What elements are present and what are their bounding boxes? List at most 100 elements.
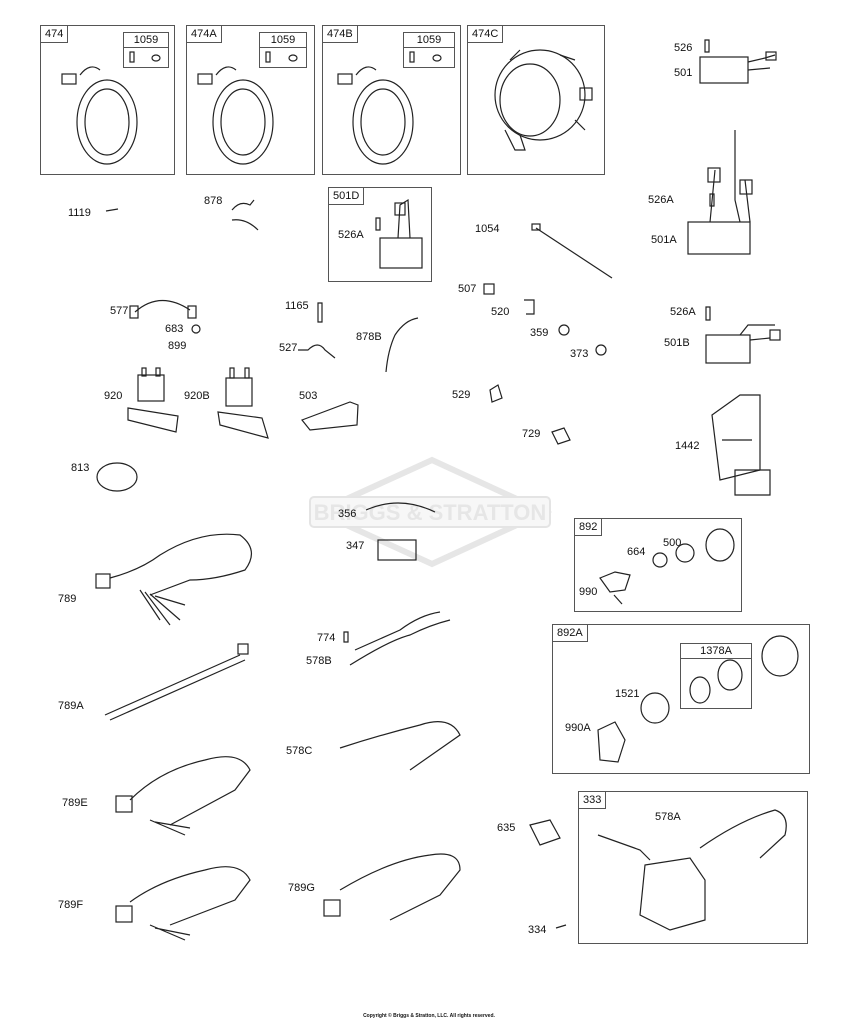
part-label-789F: 789F xyxy=(58,899,84,911)
wire-356-icon xyxy=(365,502,436,513)
ignition-switch-892-box: 892 664 500 990 xyxy=(574,518,742,612)
part-label-529: 529 xyxy=(452,389,471,401)
nut-373-icon xyxy=(595,344,607,356)
solenoid-920B xyxy=(217,367,269,439)
sensor-878B-icon xyxy=(385,317,419,373)
screw-washer-icon xyxy=(129,51,442,63)
key-switch-892A xyxy=(597,635,799,763)
part-label-920B: 920B xyxy=(184,390,210,402)
part-label-359: 359 xyxy=(530,327,549,339)
part-label-507: 507 xyxy=(458,283,477,295)
box-tag-892A: 892A xyxy=(552,624,588,642)
nut-683-icon xyxy=(191,324,201,334)
stator-ring-474 xyxy=(61,66,138,165)
part-label-1521: 1521 xyxy=(615,688,640,700)
part-label-503: 503 xyxy=(299,390,318,402)
screw-334-icon xyxy=(555,924,567,929)
wire-878-icon xyxy=(231,199,259,231)
part-label-920: 920 xyxy=(104,390,123,402)
stator-assembly-474C xyxy=(494,49,593,151)
part-label-899: 899 xyxy=(168,340,187,352)
part-label-356: 356 xyxy=(338,508,357,520)
cable-end-icon xyxy=(187,305,197,319)
part-label-577: 577 xyxy=(110,305,129,317)
part-label-774: 774 xyxy=(317,632,336,644)
part-label-1054: 1054 xyxy=(475,223,500,235)
cable-tie-head-icon xyxy=(531,223,541,231)
connector-icon xyxy=(237,643,249,655)
part-label-1165: 1165 xyxy=(285,300,309,312)
stator-474C-box: 474C xyxy=(467,25,605,175)
part-label-501A: 501A xyxy=(651,234,677,246)
box-tag-474B: 474B xyxy=(322,25,358,43)
part-label-878: 878 xyxy=(204,195,223,207)
regulator-501B xyxy=(705,306,781,364)
harness-578C-icon xyxy=(339,721,461,771)
box-tag-333: 333 xyxy=(578,791,607,809)
part-label-500: 500 xyxy=(663,537,682,549)
grommet-529-icon xyxy=(489,384,503,403)
box-tag-501D: 501D xyxy=(328,187,365,205)
harness-789A-icon xyxy=(104,654,246,721)
part-label-990A: 990A xyxy=(565,722,591,734)
part-label-347: 347 xyxy=(346,540,365,552)
bracket-1442 xyxy=(711,394,771,496)
part-label-990: 990 xyxy=(579,586,598,598)
clamp-527-icon xyxy=(298,344,336,359)
box-tag-892: 892 xyxy=(574,518,603,536)
regulator-501D xyxy=(375,198,423,269)
part-label-1119: 1119 xyxy=(68,207,91,219)
harness-789 xyxy=(95,533,252,626)
screw-kit-1059-box: 1059 xyxy=(403,32,455,68)
part-label-520: 520 xyxy=(491,306,510,318)
harness-789F xyxy=(115,866,251,941)
part-label-526A: 526A xyxy=(338,229,364,241)
key-switch-892 xyxy=(599,528,735,605)
part-label-789E: 789E xyxy=(62,797,88,809)
part-label-526: 526 xyxy=(674,42,693,54)
part-label-729: 729 xyxy=(522,428,541,440)
hose-clamp-813-icon xyxy=(96,462,138,492)
bracket-520-icon xyxy=(524,299,535,315)
clip-729-icon xyxy=(551,427,571,445)
bracket-503-icon xyxy=(301,401,359,431)
part-label-1442: 1442 xyxy=(675,440,700,452)
part-label-527: 527 xyxy=(279,342,298,354)
box-tag-474A: 474A xyxy=(186,25,222,43)
part-label-501: 501 xyxy=(674,67,693,79)
part-label-683: 683 xyxy=(165,323,184,335)
regulator-501 xyxy=(699,39,777,84)
cable-577-icon xyxy=(134,299,191,313)
part-label-635: 635 xyxy=(497,822,516,834)
part-label-578C: 578C xyxy=(286,745,313,757)
harness-789E xyxy=(115,756,251,836)
box-tag-474C: 474C xyxy=(467,25,504,43)
stator-ring-474B xyxy=(337,66,414,165)
solenoid-920 xyxy=(127,367,179,433)
sub-tag-1059: 1059 xyxy=(123,32,169,48)
stator-474B-box: 474B 1059 xyxy=(322,25,461,175)
part-label-501B: 501B xyxy=(664,337,690,349)
clip-507-icon xyxy=(483,283,495,295)
regulator-501D-box: 501D 526A xyxy=(328,187,432,282)
screw-1119-icon xyxy=(105,208,119,212)
copyright-footer: Copyright © Briggs & Stratton, LLC. All … xyxy=(363,1013,495,1019)
boot-635-icon xyxy=(529,819,561,846)
sub-tag-1059: 1059 xyxy=(259,32,307,48)
part-label-664: 664 xyxy=(627,546,646,558)
bolt-1165-icon xyxy=(317,302,323,323)
part-label-813: 813 xyxy=(71,462,90,474)
cable-tie-1054-icon xyxy=(535,227,613,279)
part-label-789G: 789G xyxy=(288,882,315,894)
sub-tag-1378A: 1378A xyxy=(680,643,752,659)
part-label-878B: 878B xyxy=(356,331,382,343)
washer-359-icon xyxy=(558,324,570,336)
box-tag-474: 474 xyxy=(40,25,69,43)
part-label-789A: 789A xyxy=(58,700,84,712)
part-label-334: 334 xyxy=(528,924,547,936)
part-label-578A: 578A xyxy=(655,811,681,823)
armature-333 xyxy=(597,809,787,931)
part-label-789: 789 xyxy=(58,593,77,605)
